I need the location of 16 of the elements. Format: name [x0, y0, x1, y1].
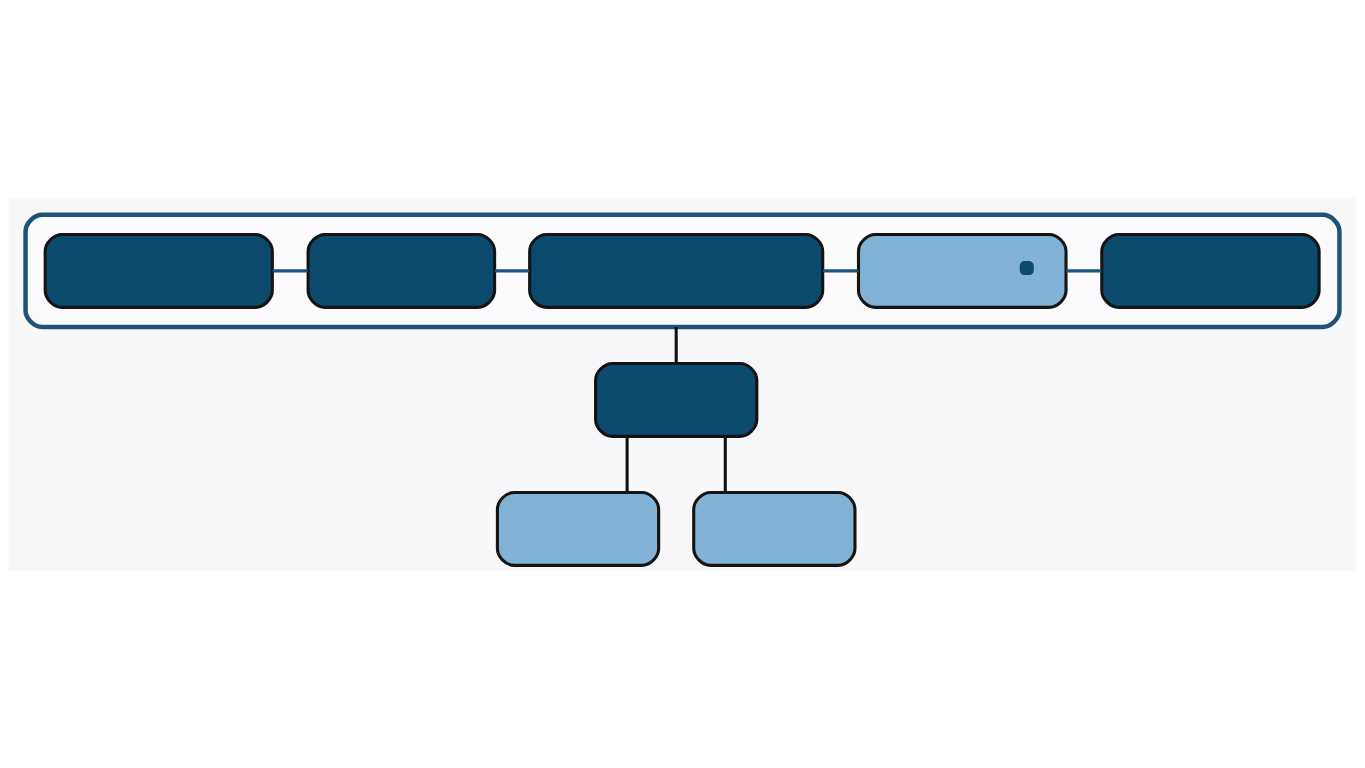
node-box	[495, 490, 661, 567]
node-box	[594, 361, 759, 438]
connector	[1066, 268, 1102, 272]
connector	[625, 436, 629, 492]
connector	[272, 268, 308, 272]
node-box	[528, 232, 825, 309]
connector	[674, 326, 678, 363]
node-box	[1100, 232, 1321, 309]
connector	[823, 268, 859, 272]
node-box	[692, 490, 857, 567]
node-box	[43, 232, 274, 309]
connector	[494, 268, 530, 272]
cluster	[23, 212, 1342, 329]
node-box	[856, 232, 1068, 309]
node-box	[306, 232, 497, 309]
connector	[723, 436, 727, 492]
